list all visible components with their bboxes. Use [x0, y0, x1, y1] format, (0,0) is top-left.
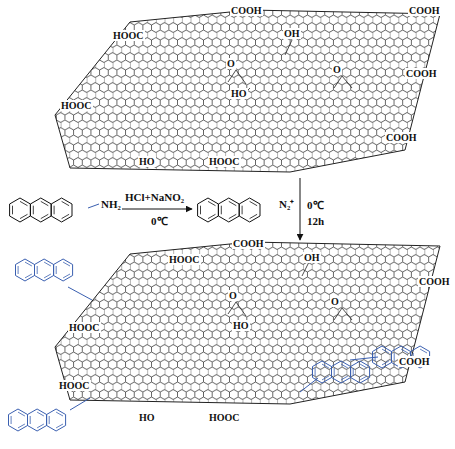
- group-label: HO: [138, 156, 156, 167]
- group-label: OH: [303, 252, 321, 263]
- group-label: COOH: [408, 5, 441, 16]
- group-label: O: [330, 296, 340, 307]
- group-label: HOOC: [58, 380, 91, 391]
- group-label: HO: [230, 88, 248, 99]
- reaction-arrow: [300, 178, 301, 240]
- reaction-label: NH₂: [100, 199, 122, 210]
- reaction-label: N₂⁺: [278, 199, 295, 210]
- graphene-oxide-sheet: [55, 10, 440, 172]
- reaction-label: HCl+NaNO₂: [124, 192, 185, 203]
- group-label: COOH: [398, 356, 431, 367]
- group-label: HOOC: [68, 322, 101, 333]
- group-label: COOH: [385, 132, 418, 143]
- group-label: O: [228, 290, 238, 301]
- reaction-label: 0℃: [306, 200, 325, 211]
- group-label: HOOC: [208, 156, 241, 167]
- group-label: OH: [283, 28, 301, 39]
- group-label: HO: [232, 320, 250, 331]
- group-label: O: [332, 64, 342, 75]
- group-label: HOOC: [168, 254, 201, 265]
- group-label: O: [226, 58, 236, 69]
- group-label: COOH: [230, 5, 263, 16]
- group-label: HOOC: [112, 30, 145, 41]
- reaction-arrow: [120, 209, 192, 210]
- group-label: HOOC: [60, 100, 93, 111]
- group-label: COOH: [405, 68, 438, 79]
- anthracene-groups: [9, 198, 430, 431]
- group-label: COOH: [232, 238, 265, 249]
- functionalized-sheet: [55, 242, 440, 404]
- reaction-label: 0℃: [150, 216, 169, 227]
- group-label: HOOC: [208, 412, 241, 423]
- group-label: COOH: [418, 276, 451, 287]
- group-label: HO: [138, 412, 156, 423]
- reaction-label: 12h: [306, 216, 325, 227]
